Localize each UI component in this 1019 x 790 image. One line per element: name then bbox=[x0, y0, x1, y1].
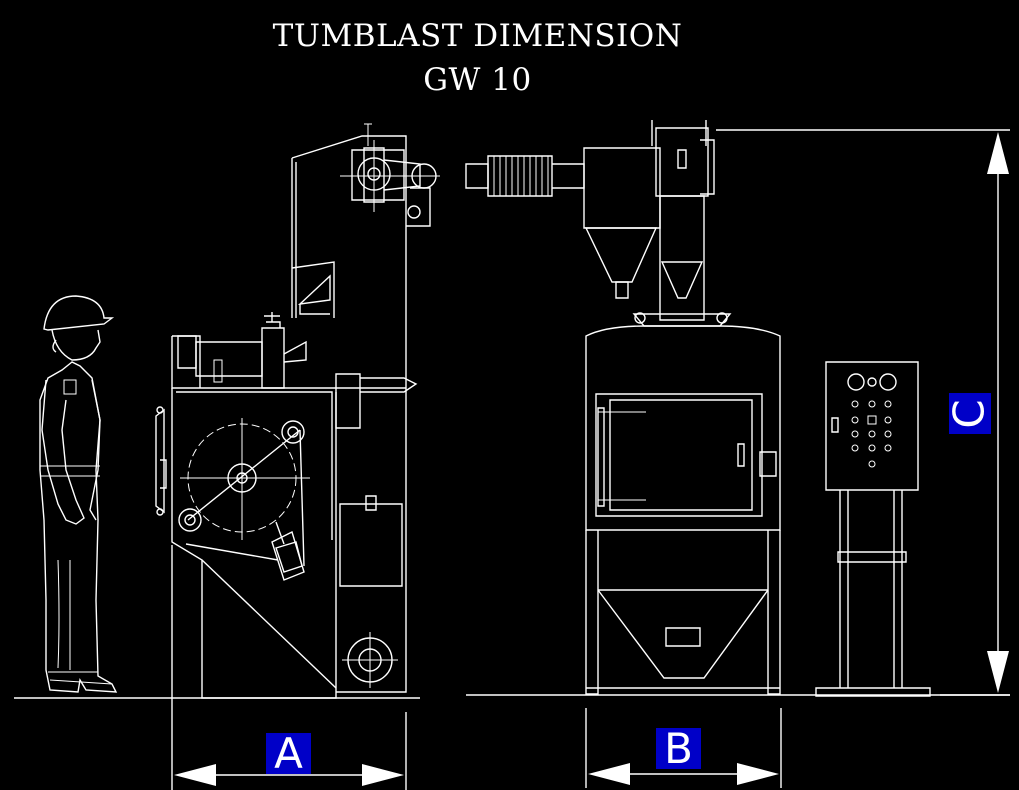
tumblast-side-view bbox=[155, 123, 440, 699]
tumblast-front-view bbox=[465, 120, 781, 695]
dimension-a bbox=[171, 545, 407, 790]
dimension-c bbox=[716, 129, 1010, 696]
model-label: GW 10 bbox=[423, 62, 532, 98]
drawing-title: TUMBLAST DIMENSION bbox=[272, 18, 683, 54]
dimension-b bbox=[585, 708, 782, 788]
dimension-a-label: A bbox=[266, 733, 311, 775]
human-figure-silhouette bbox=[39, 295, 118, 693]
dimension-c-label: C bbox=[944, 393, 994, 434]
control-panel-drawing bbox=[815, 361, 931, 697]
dimension-c-text: C bbox=[944, 399, 994, 429]
dimension-b-label: B bbox=[656, 728, 701, 770]
